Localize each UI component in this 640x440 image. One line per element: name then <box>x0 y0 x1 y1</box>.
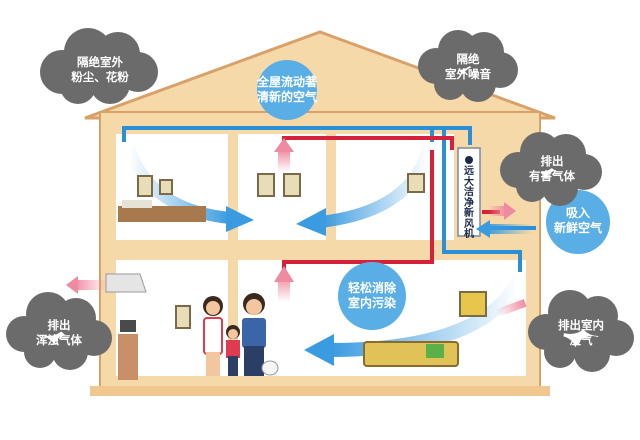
mother-legs <box>206 352 220 376</box>
father-legs <box>244 346 264 376</box>
airflow-arrowhead-lower <box>304 334 334 366</box>
picture-frame <box>459 291 487 317</box>
cloud-humid <box>528 290 634 372</box>
bubble-fresh-air-label: 吸入 新鲜空气 <box>546 206 610 236</box>
intake-arrow <box>486 224 532 234</box>
cloud-harmful-label: 排出 有害气体 <box>510 154 594 184</box>
family <box>203 293 279 376</box>
supply-duct-lower <box>442 128 522 272</box>
humid-exhaust-arrow <box>495 299 527 317</box>
bed <box>118 206 206 222</box>
mother-face <box>206 301 220 315</box>
picture-frame <box>257 173 275 197</box>
cloud-dust-line1: 隔绝室外 <box>77 55 123 69</box>
picture-frame <box>283 173 301 197</box>
exhaust-out-arrowhead <box>504 202 516 220</box>
bubble-clean-indoor-line1: 轻松消除 <box>347 281 396 295</box>
bubble-fresh-air-line1: 吸入 <box>565 206 590 220</box>
room-upper-right <box>336 134 454 240</box>
cloud-harmful-line2: 有害气体 <box>529 169 575 183</box>
exhaust-arrow-upper <box>278 150 290 172</box>
cloud-harmful-line1: 排出 <box>540 154 564 168</box>
cloud-noise <box>418 30 518 102</box>
cloud-noise-line1: 隔绝 <box>456 52 480 66</box>
bubble-whole-house-line1: 全屋流动著 <box>256 75 317 89</box>
cloud-dust-line2: 粉尘、花粉 <box>71 70 129 84</box>
cloud-dirty-label: 排出 浑浊气体 <box>14 318 104 348</box>
hood-exhaust-arrowhead <box>66 276 78 294</box>
dog <box>261 360 279 376</box>
airflow-arrow-right-room <box>314 144 434 228</box>
bubble-fresh-air-line2: 新鲜空气 <box>553 221 602 235</box>
furniture <box>105 173 487 380</box>
cloud-dirty-line1: 排出 <box>47 318 71 332</box>
picture-frame <box>175 305 191 329</box>
upper-airflow <box>124 138 434 236</box>
intake-arrowhead <box>476 220 490 238</box>
picture-frame <box>137 175 153 197</box>
kitchen-counter <box>118 334 138 380</box>
exhaust-out-arrow <box>488 206 506 216</box>
fresh-air-unit-logo-icon <box>465 156 473 164</box>
bubble-fresh-air <box>546 190 610 254</box>
bubble-clean-indoor-line2: 室内污染 <box>347 296 396 310</box>
hood-exhaust-arrow <box>74 280 108 290</box>
picture-frame <box>407 173 425 193</box>
mother-body <box>203 317 223 355</box>
bubble-clean-indoor-label: 轻松消除 室内污染 <box>336 281 408 311</box>
child-body <box>226 340 240 358</box>
cloud-dust <box>40 28 158 104</box>
cloud-dirty <box>6 292 112 370</box>
cloud-humid-line1: 排出室内 <box>558 318 604 332</box>
fresh-air-unit-body <box>457 147 481 237</box>
cloud-dirty-line2: 浑浊气体 <box>36 333 82 347</box>
exhaust-arrow-lower <box>278 276 290 302</box>
child-legs <box>228 356 238 376</box>
father-face <box>246 299 262 315</box>
airflow-arrow-left-room <box>124 144 236 224</box>
bubble-whole-house-line2: 清新的空气 <box>256 90 317 104</box>
fresh-air-unit-label: 远大洁净新风机 <box>464 166 474 240</box>
cloud-harmful <box>500 132 602 206</box>
cloud-humid-label: 排出室内 湿气 <box>538 318 624 348</box>
cooking-pot <box>120 320 136 332</box>
bubble-whole-house <box>257 60 317 120</box>
bed-pillow <box>122 200 152 208</box>
clouds <box>6 28 634 372</box>
cloud-dust-label: 隔绝室外 粉尘、花粉 <box>50 55 150 85</box>
bubbles <box>257 60 610 330</box>
cloud-noise-line2: 室外噪音 <box>445 67 491 81</box>
exhaust-arrowhead-upper <box>274 138 294 152</box>
range-hood <box>105 273 147 293</box>
airflow-arrowhead-left-room <box>226 206 254 232</box>
ground-line <box>90 386 550 396</box>
sofa-cushion <box>426 344 444 358</box>
bubble-whole-house-label: 全屋流动著 清新的空气 <box>247 75 327 105</box>
picture-frame <box>159 179 173 195</box>
child-face <box>228 329 238 339</box>
bubble-clean-indoor <box>338 262 406 330</box>
exhaust-arrowhead-lower <box>274 266 294 282</box>
fresh-air-unit <box>457 147 481 237</box>
father-body <box>242 318 266 348</box>
cloud-noise-label: 隔绝 室外噪音 <box>428 52 508 82</box>
airflow-arrowhead-right-room <box>296 208 326 236</box>
cloud-humid-line2: 湿气 <box>569 333 593 347</box>
